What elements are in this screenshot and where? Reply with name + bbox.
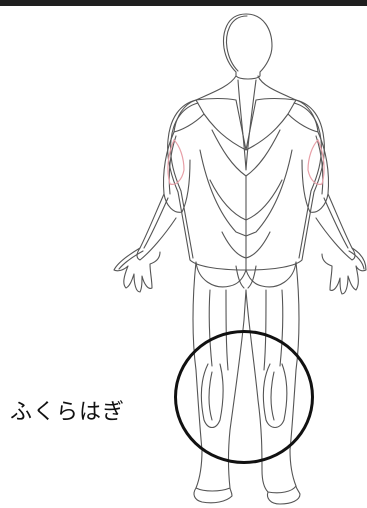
right-foot	[268, 486, 301, 504]
right-forearm	[316, 194, 355, 260]
calf-label: ふくらはぎ	[10, 400, 125, 426]
left-forearm	[137, 194, 176, 260]
calf-highlight-circle	[174, 330, 314, 464]
right-deltoid	[288, 100, 318, 132]
right-hand	[322, 248, 366, 294]
left-foot	[194, 488, 232, 503]
trapezius-outline	[196, 76, 296, 150]
left-deltoid	[174, 100, 204, 132]
